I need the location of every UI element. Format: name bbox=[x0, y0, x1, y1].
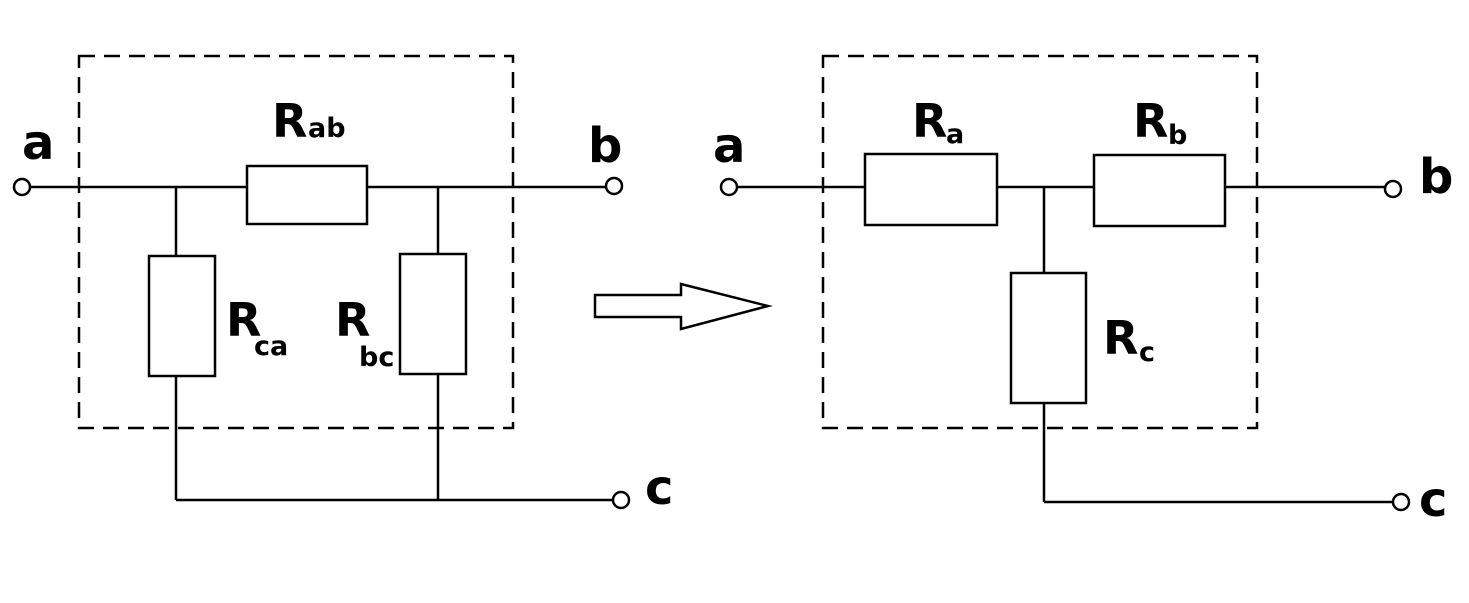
star-resistor-b-label: R b bbox=[1133, 94, 1187, 151]
delta-terminal-a-label: a bbox=[22, 115, 54, 171]
delta-terminal-b bbox=[604, 176, 624, 196]
star-terminal-c bbox=[1391, 492, 1411, 512]
delta-resistor-bc-label-main: R bbox=[335, 293, 370, 347]
delta-terminal-b-label: b bbox=[588, 118, 622, 174]
star-network: a b c R a R b R c bbox=[713, 54, 1453, 528]
delta-resistor-ab-label-sub: ab bbox=[308, 113, 346, 144]
star-resistor-c-label-sub: c bbox=[1139, 337, 1155, 368]
delta-resistor-bc-label: R bc bbox=[335, 293, 394, 373]
star-terminal-c-label: c bbox=[1419, 472, 1447, 528]
delta-resistor-ca bbox=[147, 254, 217, 378]
delta-resistor-ca-label-sub: ca bbox=[254, 331, 288, 362]
delta-resistor-ab-label: R ab bbox=[272, 94, 346, 148]
star-terminal-a-label: a bbox=[713, 118, 745, 174]
star-resistor-c-label-main: R bbox=[1103, 311, 1138, 365]
delta-resistor-ab-label-main: R bbox=[272, 94, 307, 148]
delta-resistor-ab bbox=[245, 164, 369, 226]
star-resistor-b bbox=[1092, 153, 1227, 228]
star-resistor-a-label-main: R bbox=[912, 94, 947, 148]
delta-resistor-ca-label: R ca bbox=[226, 293, 288, 362]
star-dashed-box bbox=[821, 54, 1259, 430]
delta-resistor-ca-label-main: R bbox=[226, 293, 261, 347]
delta-network: a b c R ab R ca R bc bbox=[12, 54, 673, 516]
star-resistor-c-label: R c bbox=[1103, 311, 1155, 368]
hollow-right-arrow-icon bbox=[593, 282, 773, 331]
star-resistor-a-label: R a bbox=[912, 94, 964, 150]
delta-resistor-bc bbox=[398, 252, 468, 376]
delta-dashed-box bbox=[77, 54, 515, 430]
star-terminal-b-label: b bbox=[1419, 149, 1453, 205]
star-terminal-b bbox=[1383, 179, 1403, 199]
delta-terminal-c-label: c bbox=[645, 460, 673, 516]
star-resistor-c bbox=[1009, 271, 1088, 405]
star-terminal-a bbox=[719, 177, 739, 197]
delta-resistor-bc-label-sub: bc bbox=[359, 342, 394, 373]
delta-terminal-a bbox=[12, 177, 32, 197]
star-resistor-a-label-sub: a bbox=[946, 119, 964, 150]
delta-terminal-c bbox=[611, 490, 631, 510]
star-resistor-b-label-sub: b bbox=[1168, 120, 1187, 151]
star-resistor-a bbox=[863, 152, 999, 227]
star-resistor-b-label-main: R bbox=[1133, 94, 1168, 148]
